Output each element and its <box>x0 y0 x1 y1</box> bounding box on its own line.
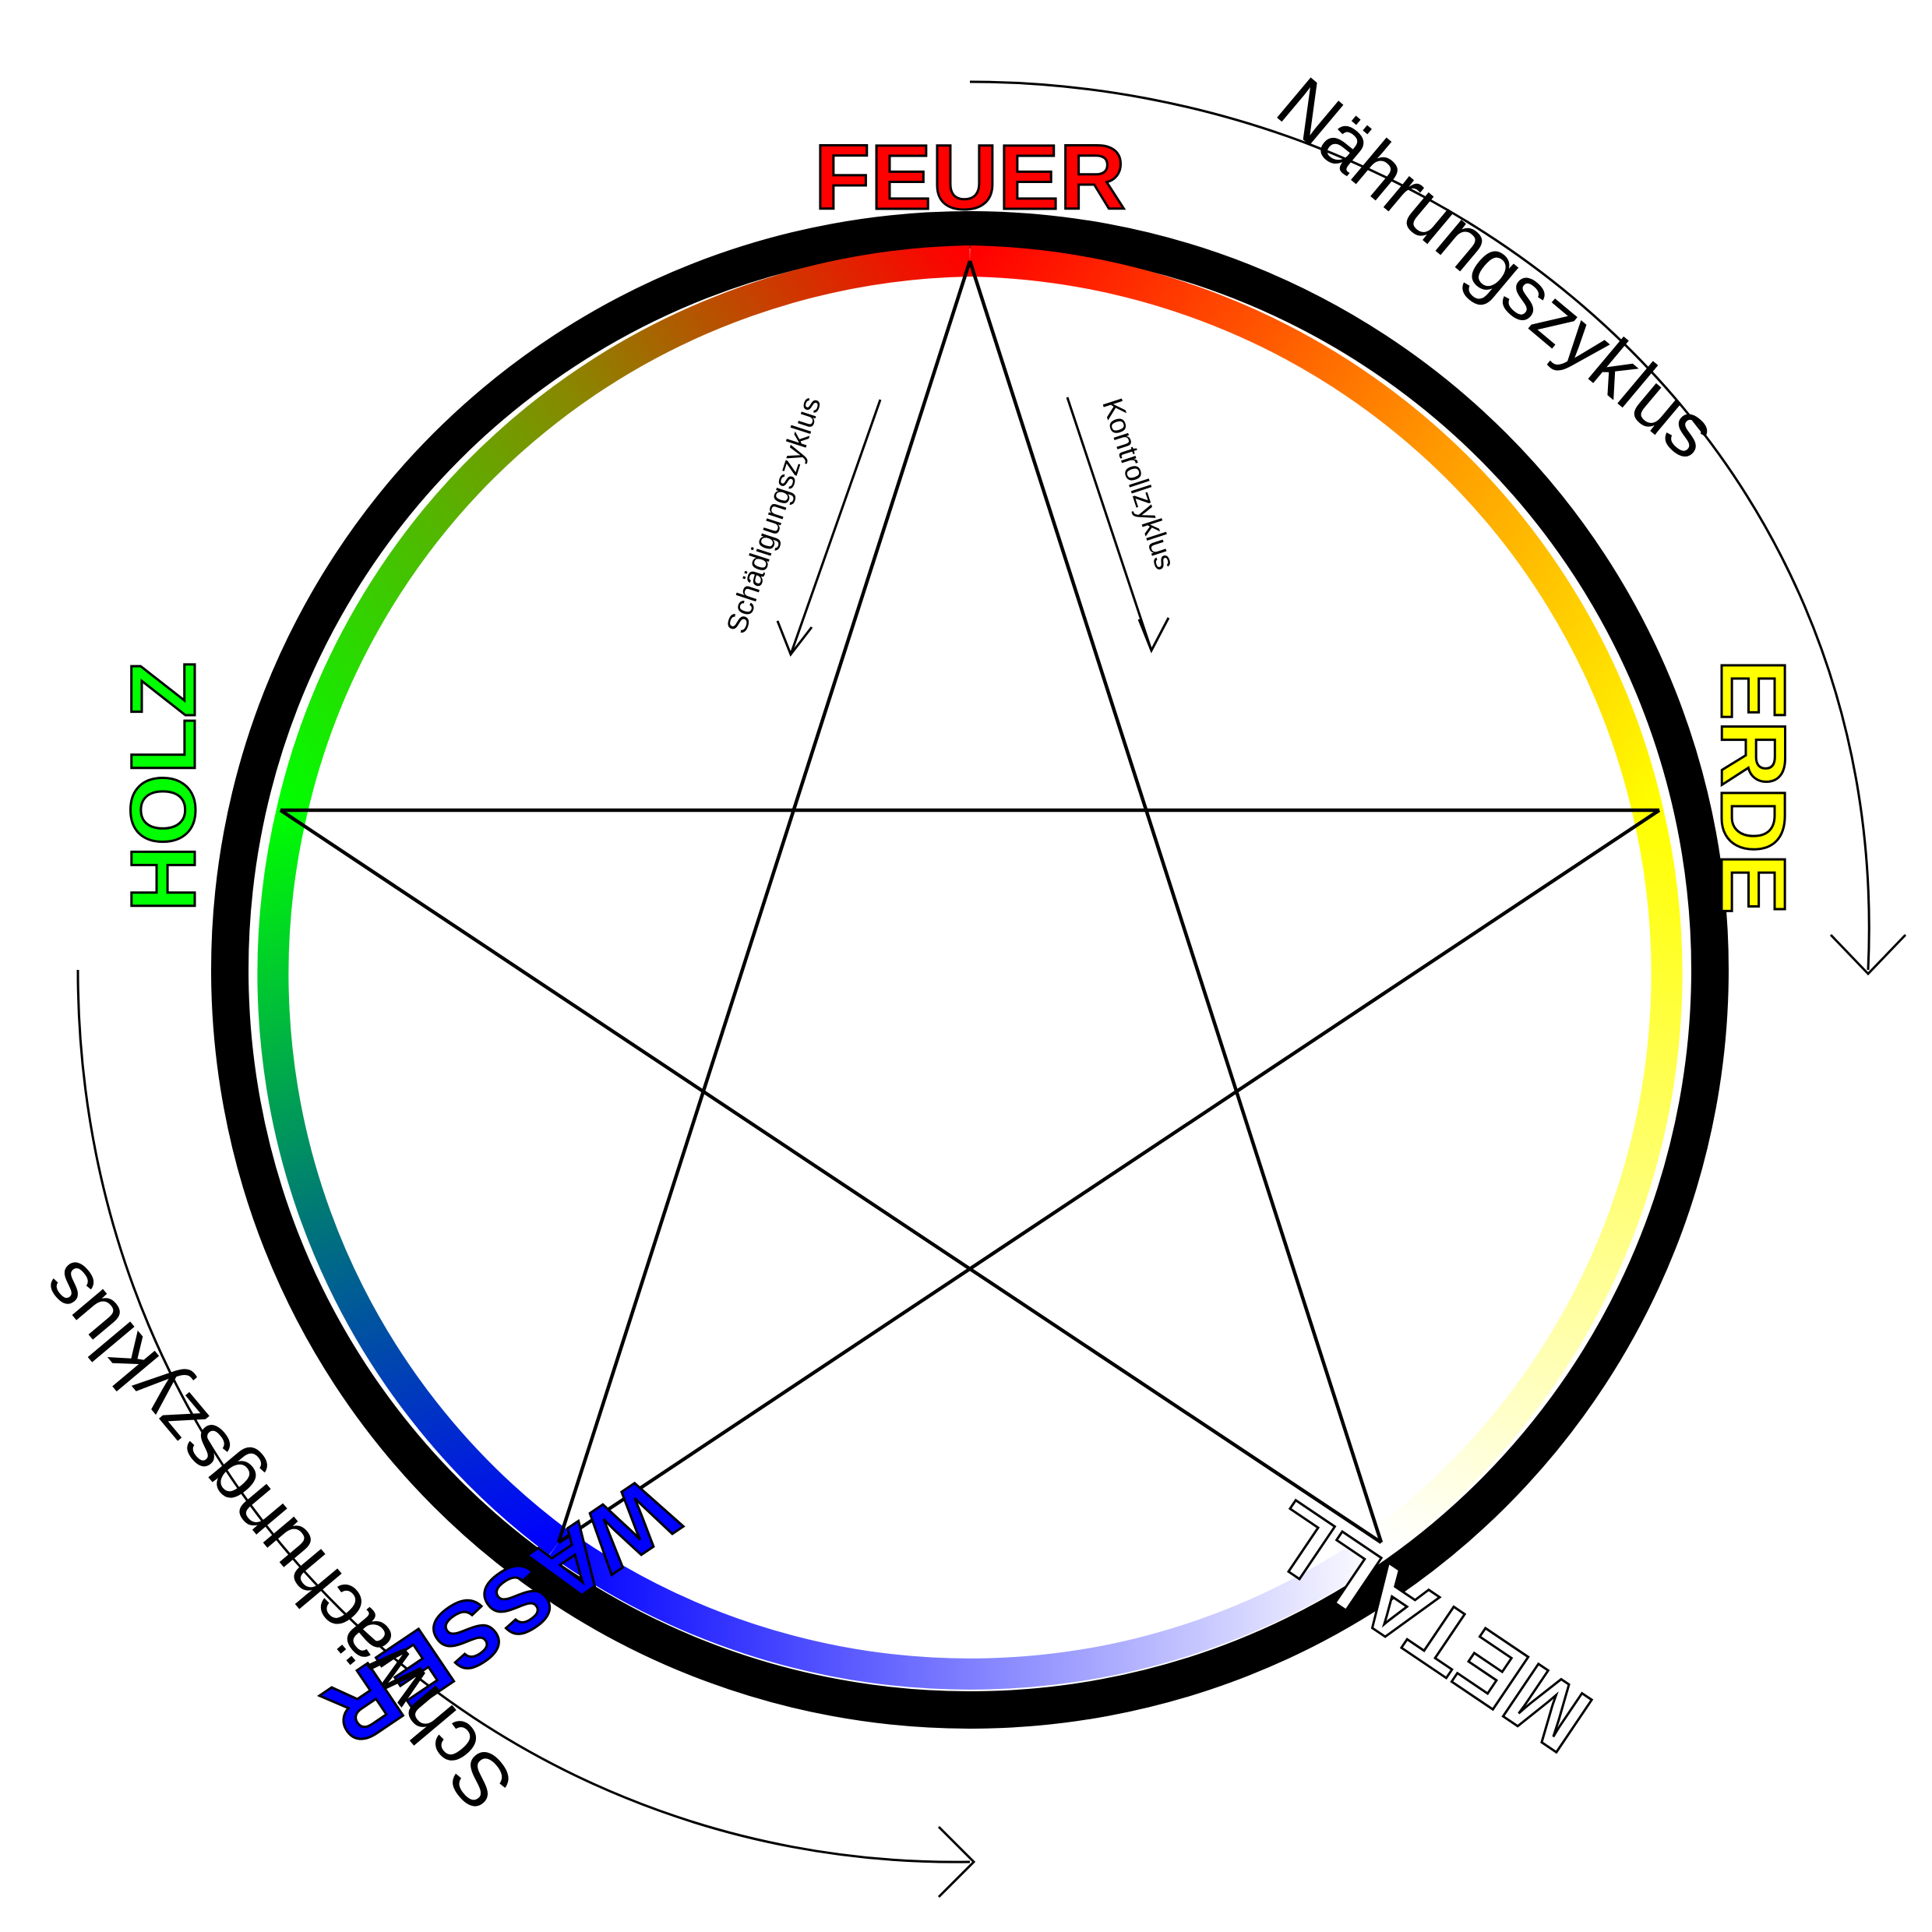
erde-label: ERDE <box>1701 659 1804 915</box>
feuer-label: FEUER <box>814 126 1126 229</box>
schaedigung-label: Schädigungszyklus <box>721 393 827 637</box>
ring-segment-metall-wasser <box>549 1529 1391 1690</box>
pentagram-line-feuer-metall <box>968 260 1384 1543</box>
ring-segment-wasser-holz <box>257 806 568 1556</box>
naehrung-arrow <box>969 80 1907 976</box>
schaedigung-arrow <box>776 399 882 658</box>
ring-segment-erde-metall <box>1372 806 1683 1556</box>
schwaechung-label: Schwächungszyklus <box>22 1246 529 1828</box>
pentagram <box>279 260 1661 1544</box>
ring-segment-holz-feuer <box>277 245 971 814</box>
pentagram-line-wasser-feuer <box>556 260 972 1543</box>
element-ring <box>211 211 1729 1729</box>
kontroll-arrow <box>1066 397 1170 654</box>
kontroll-label: Kontrollzyklus <box>1096 394 1182 573</box>
holz-label: HOLZ <box>112 661 215 911</box>
naehrung-label: Nährungszyklus <box>1261 61 1733 475</box>
ring-outer-outline <box>211 211 1729 1729</box>
pentagram-line-metall-holz <box>279 809 1383 1544</box>
schwaechung-arrow <box>76 969 976 1899</box>
ring-segment-feuer-erde <box>969 245 1663 814</box>
pentagram-line-erde-wasser <box>557 809 1661 1544</box>
